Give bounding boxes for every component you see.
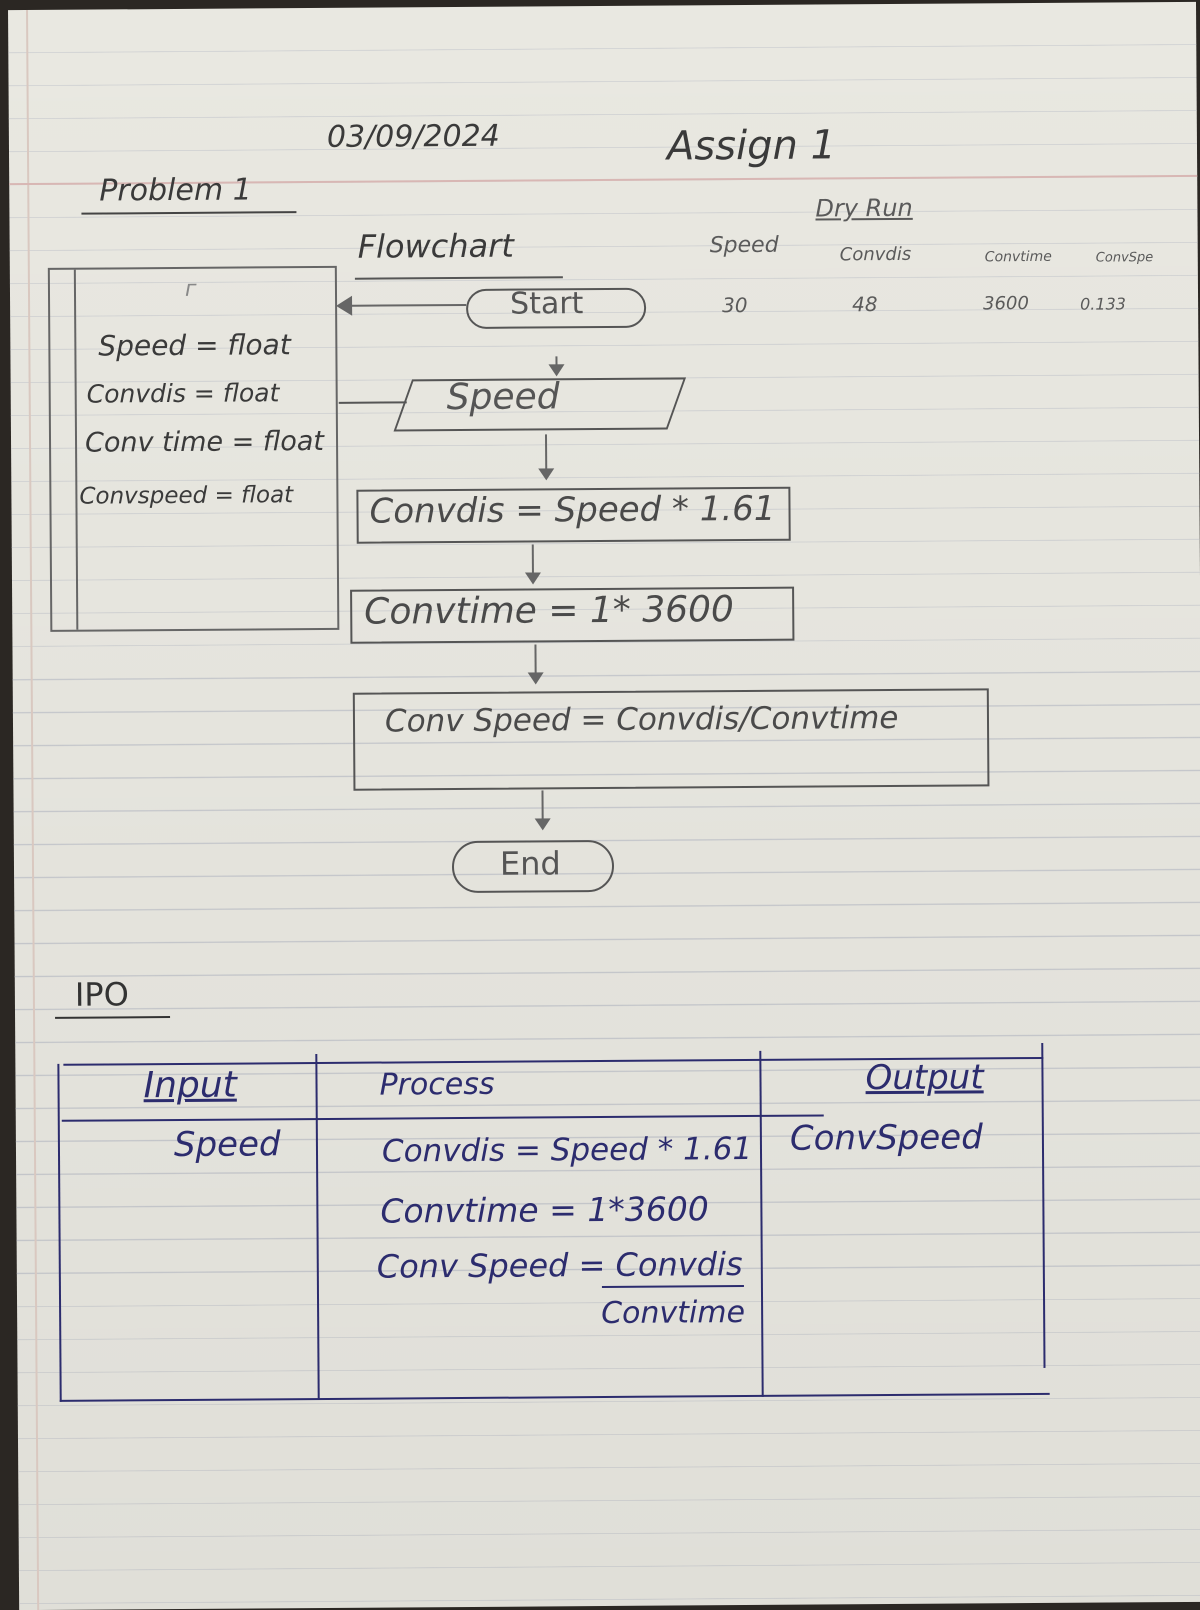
declaration-speed: Speed = float [98, 328, 291, 363]
assignment-title: Assign 1 [666, 122, 837, 170]
input-label: Speed [446, 376, 560, 419]
dry-run-title: Dry Run [815, 193, 913, 223]
margin-line [26, 10, 40, 1610]
ipo-title: IPO [74, 975, 129, 1014]
problem-underline [81, 211, 297, 215]
declarations-to-input-line [338, 401, 407, 404]
dry-run-val-convdis: 48 [852, 292, 878, 317]
start-to-declarations-line [338, 303, 467, 307]
ipo-process-line-3: Conv Speed = Convdis [376, 1245, 743, 1286]
ipo-table-bottom [59, 1392, 1050, 1402]
process-convdis-label: Convdis = Speed * 1.61 [369, 488, 776, 532]
ipo-process-line-2: Convtime = 1*3600 [380, 1189, 709, 1231]
ipo-header-output: Output [865, 1057, 984, 1099]
ipo-header-input: Input [143, 1064, 237, 1107]
ipo-table-right [1041, 1042, 1046, 1368]
arrow-convspeed-to-end [541, 790, 544, 829]
arrow-convdis-to-convtime [531, 544, 535, 583]
notebook-page: 03/09/2024 Assign 1 Problem 1 Dry Run Sp… [8, 1, 1200, 1610]
declarations-box: г Speed = float Convdis = float Conv tim… [47, 265, 340, 632]
ipo-table-left [57, 1063, 62, 1402]
arrow-start-to-input [555, 356, 558, 375]
arrow-left-head [336, 295, 353, 316]
declaration-convtime: Conv time = float [84, 425, 325, 459]
ipo-col-divider-2 [759, 1050, 764, 1397]
declarations-corner-mark: г [184, 276, 197, 302]
ipo-input-value: Speed [173, 1124, 281, 1166]
ipo-process-line-1: Convdis = Speed * 1.61 [381, 1130, 753, 1170]
dry-run-col-convdis: Convdis [839, 243, 912, 266]
start-label: Start [509, 286, 584, 322]
date-text: 03/09/2024 [326, 118, 500, 155]
ipo-title-underline [55, 1016, 171, 1019]
process-convspeed-label: Conv Speed = Convdis/Convtime [384, 699, 899, 740]
ipo-output-value: ConvSpeed [789, 1117, 983, 1159]
dry-run-val-convspeed: 0.133 [1080, 294, 1126, 314]
declarations-inner-line [73, 269, 79, 630]
ipo-process-denominator: Convtime [601, 1295, 746, 1332]
dry-run-col-convtime: Convtime [984, 248, 1052, 266]
dry-run-val-convtime: 3600 [983, 293, 1029, 315]
declaration-convdis: Convdis = float [86, 378, 280, 409]
ipo-header-divider [61, 1114, 824, 1122]
problem-heading: Problem 1 [99, 172, 252, 209]
ipo-fraction-bar [601, 1285, 744, 1289]
flowchart-title: Flowchart [357, 226, 515, 266]
arrow-convtime-to-convspeed [534, 644, 537, 683]
flowchart-title-underline [354, 276, 563, 280]
process-convtime-label: Convtime = 1* 3600 [364, 589, 735, 633]
dry-run-col-convspeed: ConvSpe [1095, 250, 1154, 266]
end-label: End [499, 844, 561, 883]
dry-run-col-speed: Speed [709, 232, 779, 259]
ipo-col-divider-1 [315, 1054, 320, 1401]
declaration-convspeed: Convspeed = float [79, 482, 294, 510]
dry-run-val-speed: 30 [722, 292, 748, 318]
ipo-header-process: Process [379, 1066, 495, 1103]
arrow-input-to-convdis [544, 434, 548, 479]
